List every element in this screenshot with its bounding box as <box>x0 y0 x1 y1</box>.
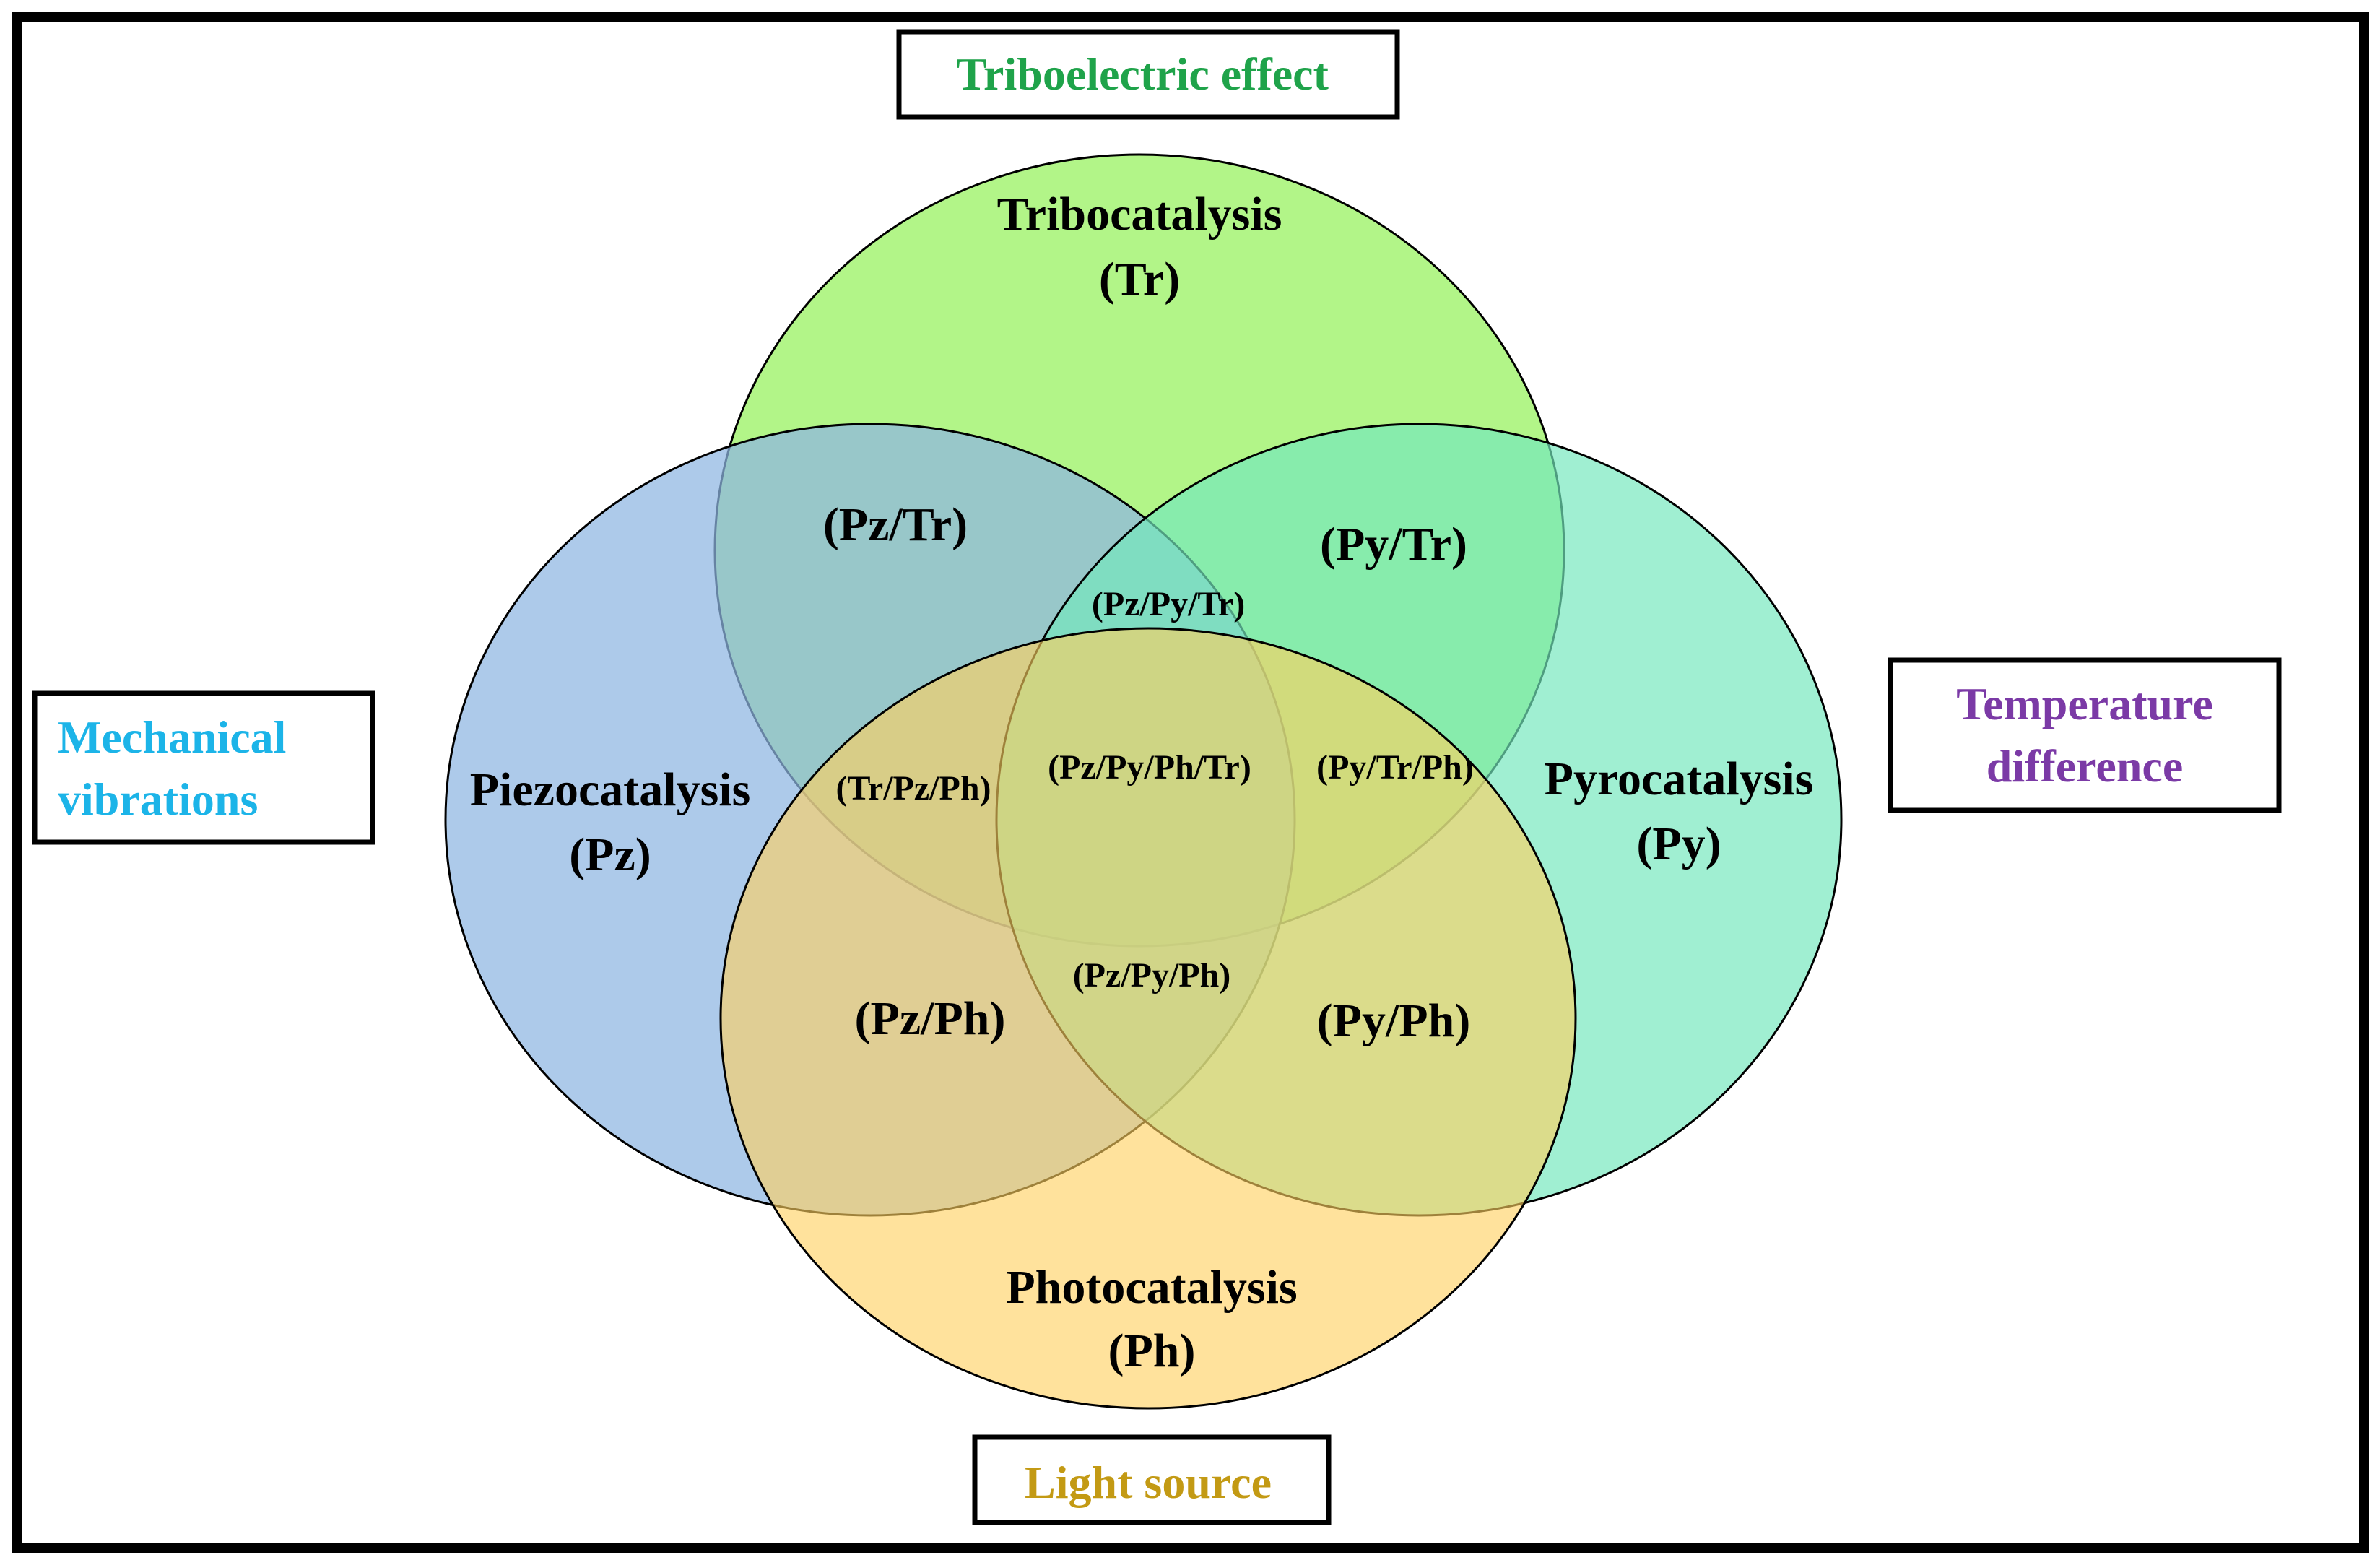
intersection-py-tr-ph: (Py/Tr/Ph) <box>1316 748 1474 786</box>
mechanical-box <box>32 690 375 845</box>
intersection-py-ph: (Py/Ph) <box>1317 994 1471 1047</box>
intersection-pz-py-ph: (Pz/Py/Ph) <box>1073 956 1231 994</box>
temperature-label-line2: difference <box>1986 740 2183 792</box>
intersection-tr-pz-ph: (Tr/Pz/Ph) <box>835 769 991 807</box>
temperature-label-line1: Temperature <box>1956 678 2213 729</box>
triboelectric-box <box>896 29 1400 120</box>
mechanical-label-line2: vibrations <box>58 774 258 825</box>
light-source-label: Light source <box>1025 1457 1272 1508</box>
piezocatalysis-abbr: (Pz) <box>569 828 651 881</box>
intersection-pz-ph: (Pz/Ph) <box>855 992 1006 1045</box>
piezocatalysis-name: Piezocatalysis <box>470 763 751 816</box>
temperature-box <box>1888 657 2282 813</box>
mechanical-label-line1: Mechanical <box>58 711 286 763</box>
intersection-pz-py-tr: (Pz/Py/Tr) <box>1092 585 1245 623</box>
intersection-pz-tr: (Pz/Tr) <box>823 498 968 551</box>
photocatalysis-name: Photocatalysis <box>1006 1261 1297 1314</box>
tribocatalysis-abbr: (Tr) <box>1099 253 1180 306</box>
intersection-pz-py-ph-tr: (Pz/Py/Ph/Tr) <box>1048 748 1251 786</box>
pyrocatalysis-abbr: (Py) <box>1636 818 1721 870</box>
intersection-py-tr: (Py/Tr) <box>1320 518 1467 571</box>
tribocatalysis-name: Tribocatalysis <box>997 188 1282 240</box>
triboelectric-label: Triboelectric effect <box>956 48 1329 100</box>
circle-photocatalysis <box>719 627 1577 1410</box>
light-box <box>972 1434 1332 1525</box>
pyrocatalysis-name: Pyrocatalysis <box>1545 753 1814 805</box>
photocatalysis-abbr: (Ph) <box>1108 1325 1196 1377</box>
